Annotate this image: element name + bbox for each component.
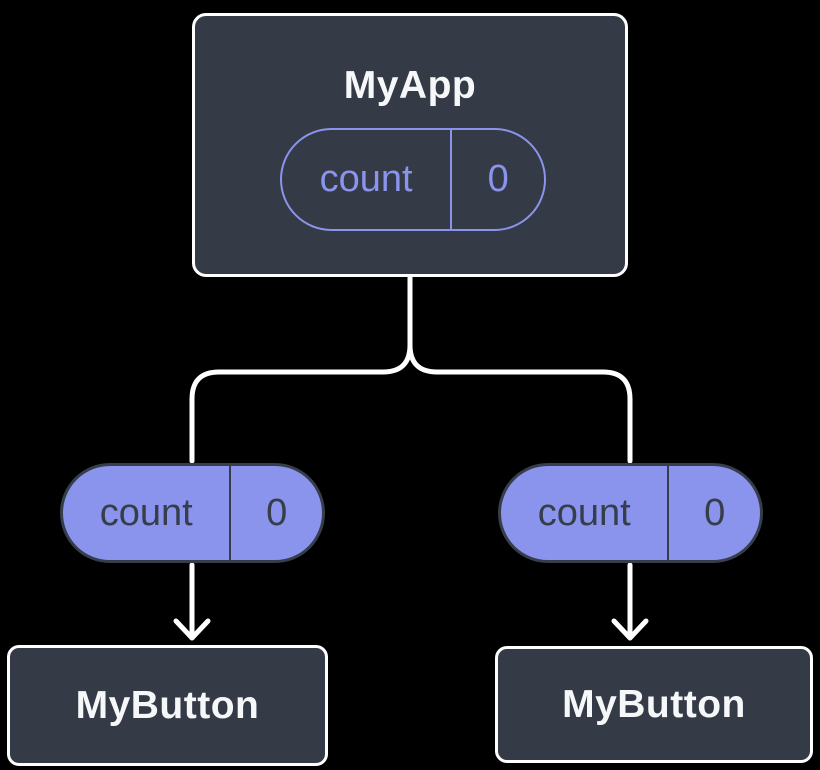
state-pill-label: count bbox=[282, 130, 453, 229]
prop-pill-right: count 0 bbox=[498, 463, 763, 563]
mybutton-node-left: MyButton bbox=[7, 645, 328, 766]
mybutton-right-title: MyButton bbox=[562, 682, 746, 726]
prop-pill-left-value: 0 bbox=[266, 491, 288, 534]
mybutton-node-right: MyButton bbox=[495, 646, 813, 763]
state-pill: count 0 bbox=[280, 128, 546, 231]
mybutton-left-title: MyButton bbox=[75, 683, 260, 727]
myapp-node: MyApp count 0 bbox=[192, 13, 628, 277]
down-arrow-icon bbox=[611, 562, 649, 641]
myapp-title: MyApp bbox=[343, 64, 477, 107]
prop-pill-right-label: count bbox=[501, 466, 670, 560]
prop-pill-right-value: 0 bbox=[704, 491, 726, 534]
state-pill-value: 0 bbox=[487, 158, 509, 200]
prop-pill-left: count 0 bbox=[60, 463, 325, 563]
connector-branch-left bbox=[189, 342, 413, 464]
connector-branch-right bbox=[407, 342, 633, 464]
down-arrow-icon bbox=[173, 562, 211, 641]
prop-pill-left-label: count bbox=[63, 466, 232, 560]
